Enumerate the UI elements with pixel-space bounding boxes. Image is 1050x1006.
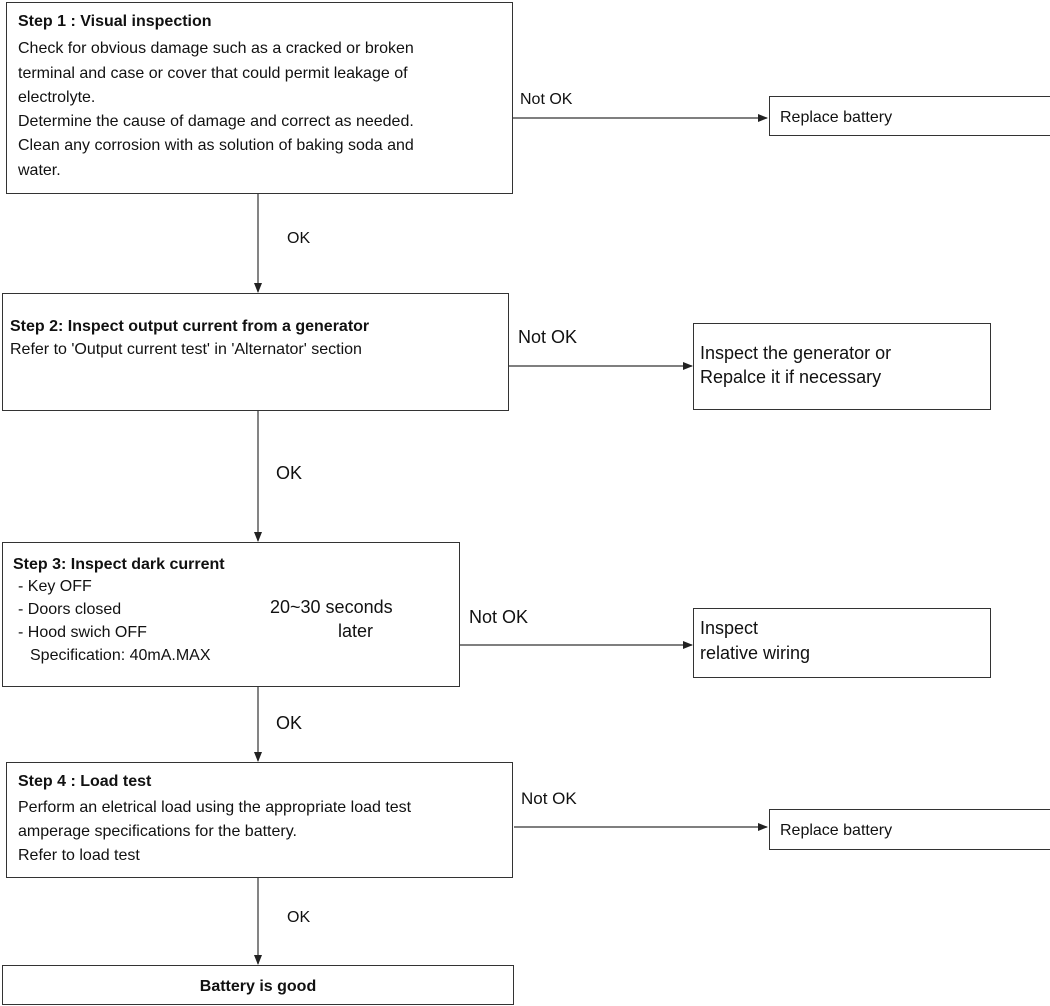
step3-item: - Key OFF — [18, 578, 92, 595]
step3-timing: 20~30 seconds — [270, 597, 393, 617]
step1-line: electrolyte. — [18, 89, 96, 106]
step1-ok-label: OK — [287, 230, 311, 247]
step1-result-box — [769, 96, 1050, 136]
step2-result-line: Repalce it if necessary — [700, 367, 882, 387]
step1-title: Step 1 : Visual inspection — [18, 13, 212, 30]
step2-result-line: Inspect the generator or — [700, 343, 892, 363]
step3-result-line: Inspect — [700, 618, 759, 638]
step3-item: - Hood swich OFF — [18, 624, 147, 641]
step3-ok-label: OK — [276, 713, 303, 733]
final-text: Battery is good — [199, 978, 317, 995]
step3-box — [2, 542, 460, 687]
step1-not-ok-label: Not OK — [520, 91, 573, 108]
step1-box — [6, 2, 513, 194]
step3-not-ok-label: Not OK — [469, 607, 529, 627]
step4-line: amperage specifications for the battery. — [18, 823, 297, 840]
step3-title: Step 3: Inspect dark current — [13, 556, 225, 573]
step4-result-text: Replace battery — [780, 822, 893, 839]
step3-timing: later — [338, 621, 374, 641]
step2-not-ok-label: Not OK — [518, 327, 578, 347]
step4-title: Step 4 : Load test — [18, 773, 152, 790]
step1-line: Check for obvious damage such as a crack… — [18, 40, 414, 57]
step4-ok-label: OK — [287, 909, 311, 926]
step4-box — [6, 762, 513, 878]
step3-result-line: relative wiring — [700, 643, 811, 663]
step4-not-ok-label: Not OK — [521, 789, 577, 808]
step4-line: Perform an eletrical load using the appr… — [18, 799, 412, 816]
step1-result-text: Replace battery — [780, 109, 893, 126]
step3-spec: Specification: 40mA.MAX — [30, 647, 211, 664]
step3-item: - Doors closed — [18, 601, 122, 618]
step2-line: Refer to 'Output current test' in 'Alter… — [10, 341, 362, 358]
step4-result-box — [769, 809, 1050, 850]
step1-line: terminal and case or cover that could pe… — [18, 65, 408, 82]
step1-line: Determine the cause of damage and correc… — [18, 113, 414, 130]
final-box — [2, 965, 514, 1005]
step4-line: Refer to load test — [18, 847, 140, 864]
step2-result-box — [693, 323, 991, 410]
step1-line: water. — [18, 162, 61, 179]
step2-title: Step 2: Inspect output current from a ge… — [10, 318, 370, 335]
step3-result-box — [693, 608, 991, 678]
step1-line: Clean any corrosion with as solution of … — [18, 137, 414, 154]
step2-box — [2, 293, 509, 411]
step2-ok-label: OK — [276, 463, 303, 483]
